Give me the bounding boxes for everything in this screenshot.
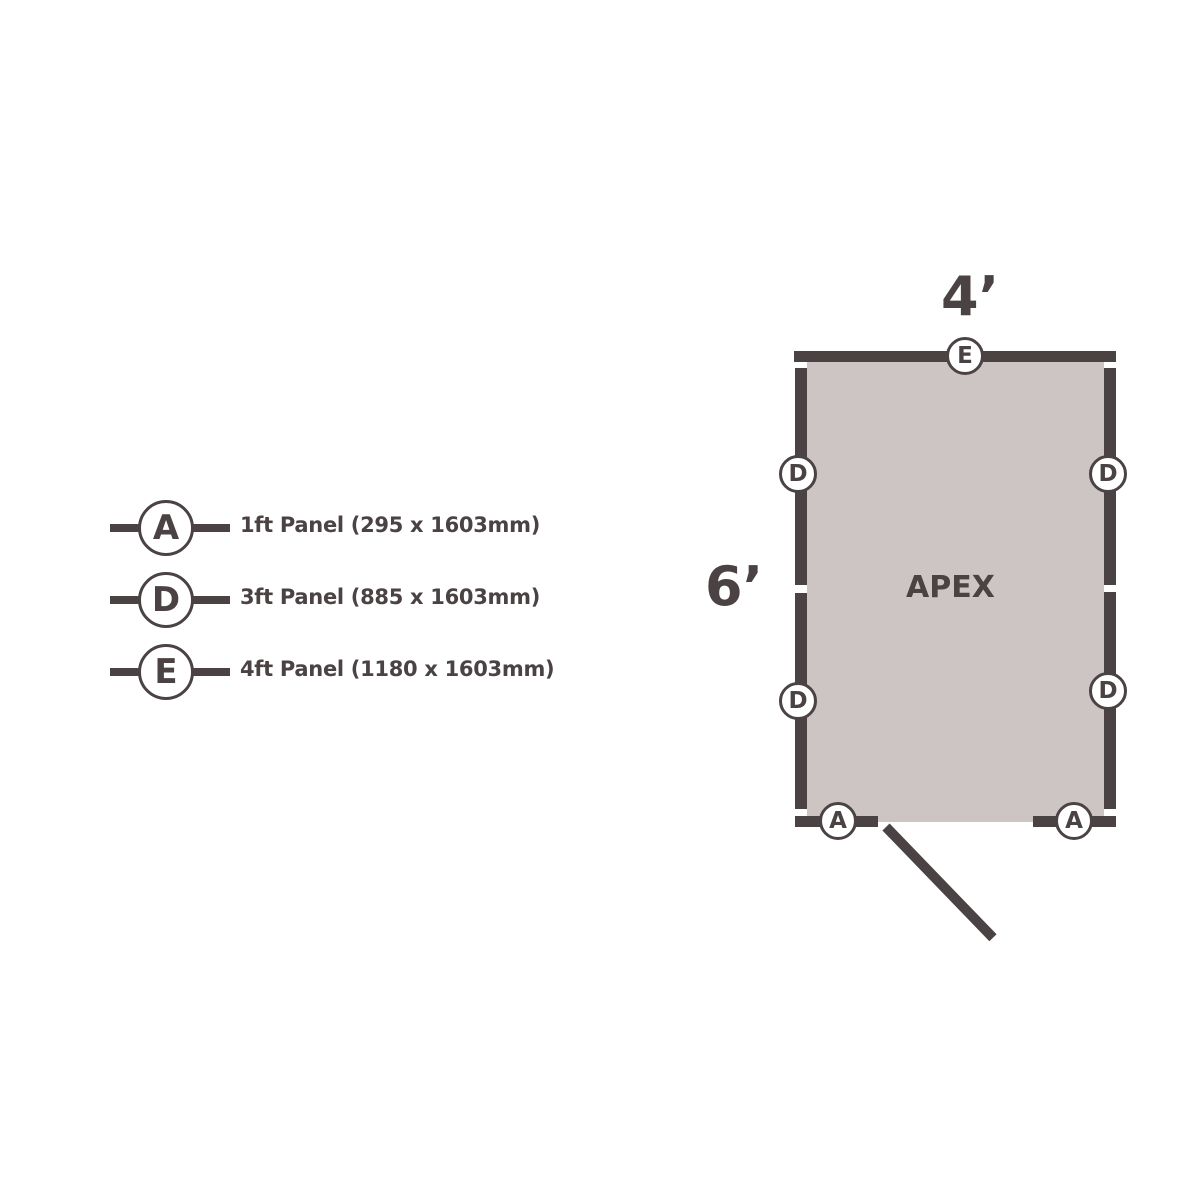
panel-d-badge-icon: D [1089,455,1127,493]
panel-a-badge-icon: A [1055,802,1093,840]
panel-d-badge-icon: D [779,682,817,720]
legend-label: 3ft Panel (885 x 1603mm) [240,585,541,609]
panel-d-badge-icon: D [779,455,817,493]
width-dimension: 4’ [941,265,1000,328]
depth-dimension: 6’ [705,555,764,618]
legend-label: 1ft Panel (295 x 1603mm) [240,513,541,537]
panel-a-badge-icon: A [819,802,857,840]
door-swing [882,823,997,942]
panel-e-badge-icon: E [138,644,194,700]
legend-label: 4ft Panel (1180 x 1603mm) [240,657,555,681]
panel-d-badge-icon: D [138,572,194,628]
panel-e-badge-icon: E [946,337,984,375]
floor-area [807,362,1104,822]
panel-d-badge-icon: D [1089,672,1127,710]
plan-name: APEX [906,570,995,605]
panel-a-badge-icon: A [138,500,194,556]
